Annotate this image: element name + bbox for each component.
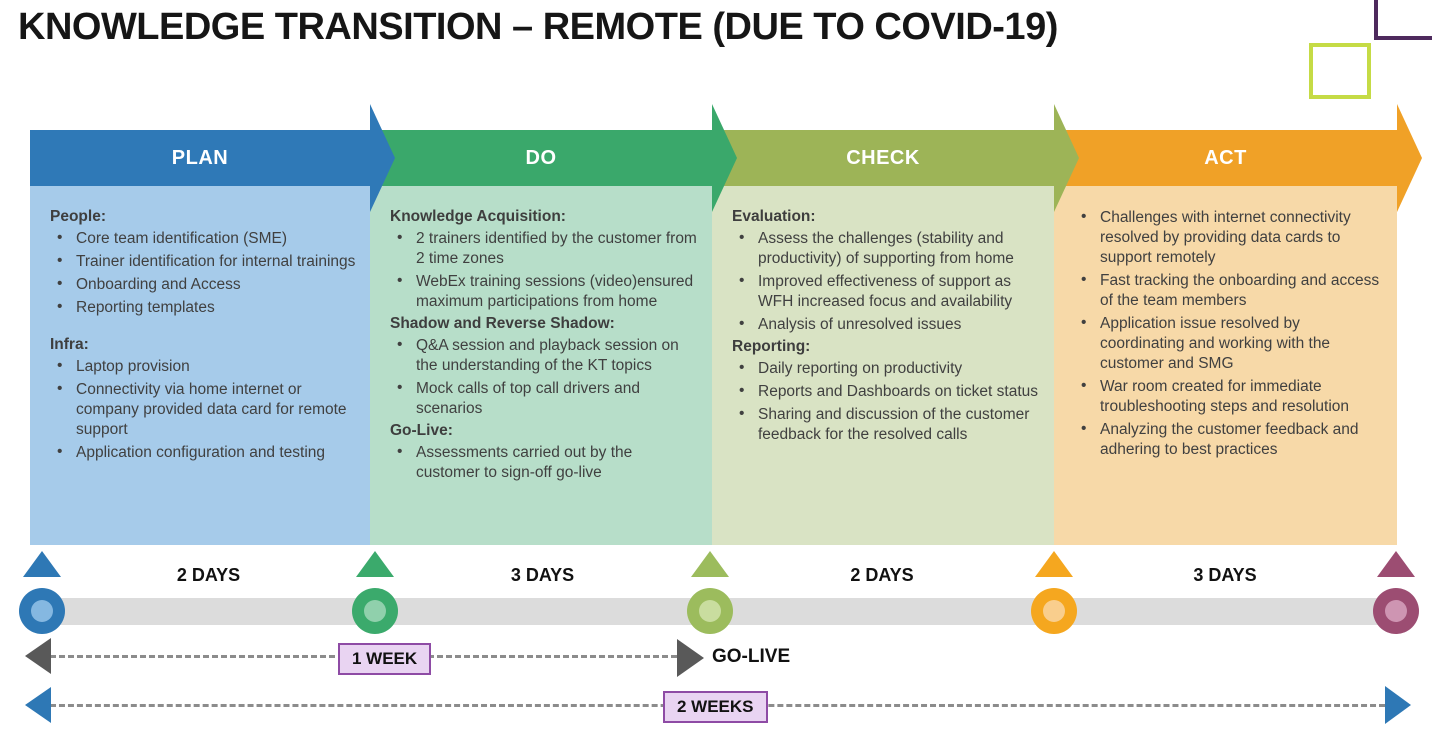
bullet-item: WebEx training sessions (video)ensured m…	[390, 271, 700, 312]
milestone-circle-inner-icon	[364, 600, 386, 622]
milestone-triangle-do-start-icon	[356, 551, 394, 577]
phase-arrowhead-do-icon	[712, 104, 737, 212]
phase-header-plan: PLAN	[171, 147, 229, 169]
section: Infra: Laptop provisionConnectivity via h…	[50, 336, 358, 463]
phase-arrow-band	[30, 104, 1422, 212]
section-heading: Infra:	[50, 335, 89, 353]
bullet-list: Laptop provisionConnectivity via home in…	[50, 356, 358, 463]
phase-arrowhead-act-icon	[1397, 104, 1422, 212]
milestone-circle-inner-icon	[1043, 600, 1065, 622]
phase-arrowhead-plan-icon	[370, 104, 395, 212]
golive-label: GO-LIVE	[712, 646, 791, 667]
section-heading: Shadow and Reverse Shadow:	[390, 314, 615, 332]
phase-band-act	[1054, 130, 1397, 186]
bullet-list: Q&A session and playback session on the …	[390, 335, 700, 419]
bullet-item: Analysis of unresolved issues	[732, 314, 1042, 335]
bullet-item: Fast tracking the onboarding and access …	[1074, 270, 1385, 311]
bullet-item: Reporting templates	[50, 297, 358, 318]
bullet-item: Challenges with internet connectivity re…	[1074, 207, 1385, 268]
phase-body-check: Evaluation: Assess the challenges (stabil…	[712, 186, 1054, 545]
milestone-triangle-plan-start-icon	[23, 551, 61, 577]
phase-band-do	[370, 130, 712, 186]
bullet-item: Application issue resolved by coordinati…	[1074, 313, 1385, 374]
bullet-list: 2 trainers identified by the customer fr…	[390, 228, 700, 312]
milestone-circle-inner-icon	[1385, 600, 1407, 622]
bullet-item: Improved effectiveness of support as WFH…	[732, 271, 1042, 312]
bullet-item: Core team identification (SME)	[50, 228, 358, 249]
bullet-item: 2 trainers identified by the customer fr…	[390, 228, 700, 269]
section-heading: Evaluation:	[732, 208, 816, 225]
bullet-list: Challenges with internet connectivity re…	[1074, 207, 1385, 460]
bullet-list: Assessments carried out by the customer …	[390, 442, 700, 483]
phase-band-plan	[30, 130, 370, 186]
phase-arrowhead-check-icon	[1054, 104, 1079, 212]
milestone-circle-inner-icon	[699, 600, 721, 622]
golive-arrow-icon	[677, 639, 704, 677]
bullet-item: Assessments carried out by the customer …	[390, 442, 700, 483]
week1-left-arrow-icon	[25, 638, 51, 674]
phase-body-do: Knowledge Acquisition: 2 trainers identif…	[370, 186, 712, 545]
bullet-item: Mock calls of top call drivers and scena…	[390, 378, 700, 419]
milestone-triangle-check-start-icon	[691, 551, 729, 577]
milestone-triangle-act-start-icon	[1035, 551, 1073, 577]
milestone-circle-end-icon	[1373, 588, 1419, 634]
bullet-item: Daily reporting on productivity	[732, 358, 1042, 379]
bullet-list: Daily reporting on productivityReports a…	[732, 358, 1042, 445]
phase-band-check	[712, 130, 1054, 186]
duration-label: 3 DAYS	[510, 565, 575, 585]
milestone-circle-act-start-icon	[1031, 588, 1077, 634]
bullet-item: Analyzing the customer feedback and adhe…	[1074, 419, 1385, 460]
bullet-item: Sharing and discussion of the customer f…	[732, 404, 1042, 445]
slide-title: KNOWLEDGE TRANSITION – REMOTE (DUE TO CO…	[18, 6, 1058, 48]
bullet-item: Reports and Dashboards on ticket status	[732, 381, 1042, 402]
milestone-circle-check-start-icon	[687, 588, 733, 634]
phase-body-plan: People: Core team identification (SME)Tra…	[30, 186, 370, 545]
section: People: Core team identification (SME)Tra…	[50, 208, 358, 318]
bullet-item: Q&A session and playback session on the …	[390, 335, 700, 376]
bullet-item: Assess the challenges (stability and pro…	[732, 228, 1042, 269]
section: Evaluation: Assess the challenges (stabil…	[732, 208, 1042, 335]
milestone-circle-plan-start-icon	[19, 588, 65, 634]
phase-header-check: CHECK	[846, 147, 920, 169]
duration-label: 2 DAYS	[176, 565, 241, 585]
decor-square-lime-icon	[1309, 43, 1371, 99]
bullet-list: Assess the challenges (stability and pro…	[732, 228, 1042, 335]
bullet-item: Onboarding and Access	[50, 274, 358, 295]
bullet-item: Laptop provision	[50, 356, 358, 377]
phase-header-do: DO	[525, 147, 557, 169]
milestone-triangle-end-icon	[1377, 551, 1415, 577]
section: Knowledge Acquisition: 2 trainers identif…	[390, 208, 700, 312]
duration-label: 2 DAYS	[850, 565, 914, 585]
section: Reporting: Daily reporting on productivit…	[732, 338, 1042, 445]
weeks2-left-arrow-icon	[25, 687, 51, 723]
bullet-item: Application configuration and testing	[50, 442, 358, 463]
bullet-item: Trainer identification for internal trai…	[50, 251, 358, 272]
section-heading: Knowledge Acquisition:	[390, 208, 566, 225]
bullet-list: Core team identification (SME)Trainer id…	[50, 228, 358, 318]
week1-label-box: 1 WEEK	[338, 643, 432, 675]
milestone-circle-inner-icon	[31, 600, 53, 622]
section: Challenges with internet connectivity re…	[1074, 207, 1385, 460]
duration-label: 3 DAYS	[1193, 565, 1257, 585]
section: Shadow and Reverse Shadow: Q&A session an…	[390, 315, 700, 419]
phase-header-act: ACT	[1204, 147, 1247, 169]
section: Go-Live: Assessments carried out by the c…	[390, 422, 700, 483]
phase-body-act: Challenges with internet connectivity re…	[1054, 186, 1397, 545]
weeks2-label-box: 2 WEEKS	[663, 691, 768, 723]
section-heading: Reporting:	[732, 337, 811, 355]
bullet-item: War room created for immediate troublesh…	[1074, 376, 1385, 417]
milestone-circle-do-start-icon	[352, 588, 398, 634]
weeks2-right-arrow-icon	[1385, 686, 1411, 724]
bullet-item: Connectivity via home internet or compan…	[50, 379, 358, 440]
section-heading: People:	[50, 208, 106, 225]
decor-square-purple-icon	[1374, 0, 1432, 40]
section-heading: Go-Live:	[390, 421, 453, 439]
